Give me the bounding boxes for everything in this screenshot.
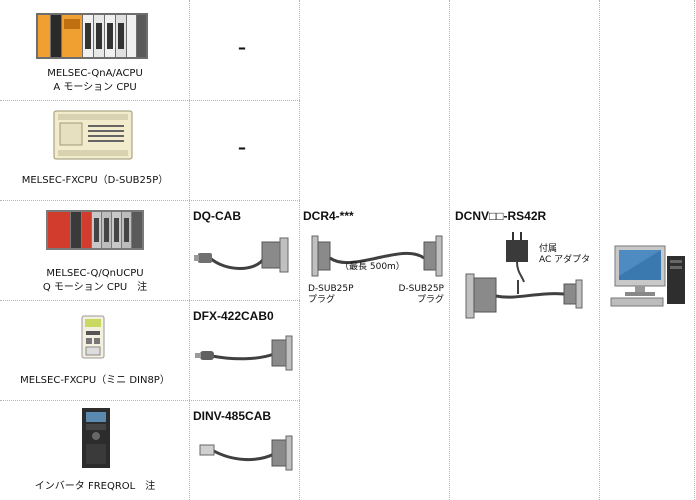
adapter-note-line: AC アダプタ [539,255,591,265]
device-label-line: MELSEC-Q/QnUCPU [46,268,144,279]
grid-right-edge [694,0,695,500]
grid-row-divider-1 [0,100,300,101]
adapter-note-line: 付属 [539,244,558,254]
grid-col-divider-4 [599,0,600,500]
grid-col-divider-2 [299,0,300,500]
grid-row-divider-2 [0,200,300,201]
extension-cable-name: DCR4-*** [303,209,354,223]
cable-name-dq-cab: DQ-CAB [193,209,241,223]
device-label-line: A モーション CPU [53,82,137,93]
personal-computer-image [610,245,685,307]
fxcpu-mini-din-plc-image [81,315,105,359]
cable-name-dfx-422cab0: DFX-422CAB0 [193,309,274,323]
left-plug-label: D-SUB25P プラグ [308,284,354,306]
grid-col-divider-3 [449,0,450,500]
plug-label-line: プラグ [308,295,336,305]
cable-name-dinv-485cab: DINV-485CAB [193,409,272,423]
right-plug-label: D-SUB25P プラグ [390,284,444,306]
qna-acpu-plc-image [36,13,148,59]
plug-label-line: D-SUB25P [398,284,444,294]
converter-name: DCNV□□-RS42R [455,209,547,223]
converter-cable-image [465,273,583,319]
device-label-inverter: インバータ FREQROL 注 [0,480,190,494]
device-label-line: MELSEC-FXCPU（D-SUB25P） [21,175,169,186]
dinv-485cab-cable-image [199,435,293,471]
dq-cab-cable-image [194,237,289,273]
device-label-fxcpu-dsub: MELSEC-FXCPU（D-SUB25P） [0,174,190,188]
grid-row-divider-3 [0,300,300,301]
plug-label-line: プラグ [416,295,444,305]
extension-length-note: （最長 500m） [340,262,405,272]
device-label-fxcpu-mini-din: MELSEC-FXCPU（ミニ DIN8P） [0,374,190,388]
plug-label-line: D-SUB25P [308,284,354,294]
grid-row-divider-4 [0,400,300,401]
q-qnucpu-plc-image [46,210,144,250]
device-label-line: MELSEC-FXCPU（ミニ DIN8P） [20,375,170,386]
extension-cable-image [311,235,443,277]
device-label-line: インバータ FREQROL 注 [34,481,156,492]
grid-col-divider-1 [189,0,190,500]
device-label-qna-acpu: MELSEC-QnA/ACPU A モーション CPU [0,67,190,95]
adapter-note: 付属 AC アダプタ [539,244,590,266]
fxcpu-dsub-plc-image [53,110,133,160]
ac-adapter-image [506,232,528,283]
device-label-line: Q モーション CPU 注 [42,282,148,293]
cable-none-dash: – [238,38,246,57]
cable-none-dash: – [238,138,246,157]
dfx-422cab0-cable-image [195,335,293,371]
device-label-q-qnucpu: MELSEC-Q/QnUCPU Q モーション CPU 注 [0,267,190,295]
inverter-freqrol-image [82,408,110,468]
device-label-line: MELSEC-QnA/ACPU [47,68,143,79]
